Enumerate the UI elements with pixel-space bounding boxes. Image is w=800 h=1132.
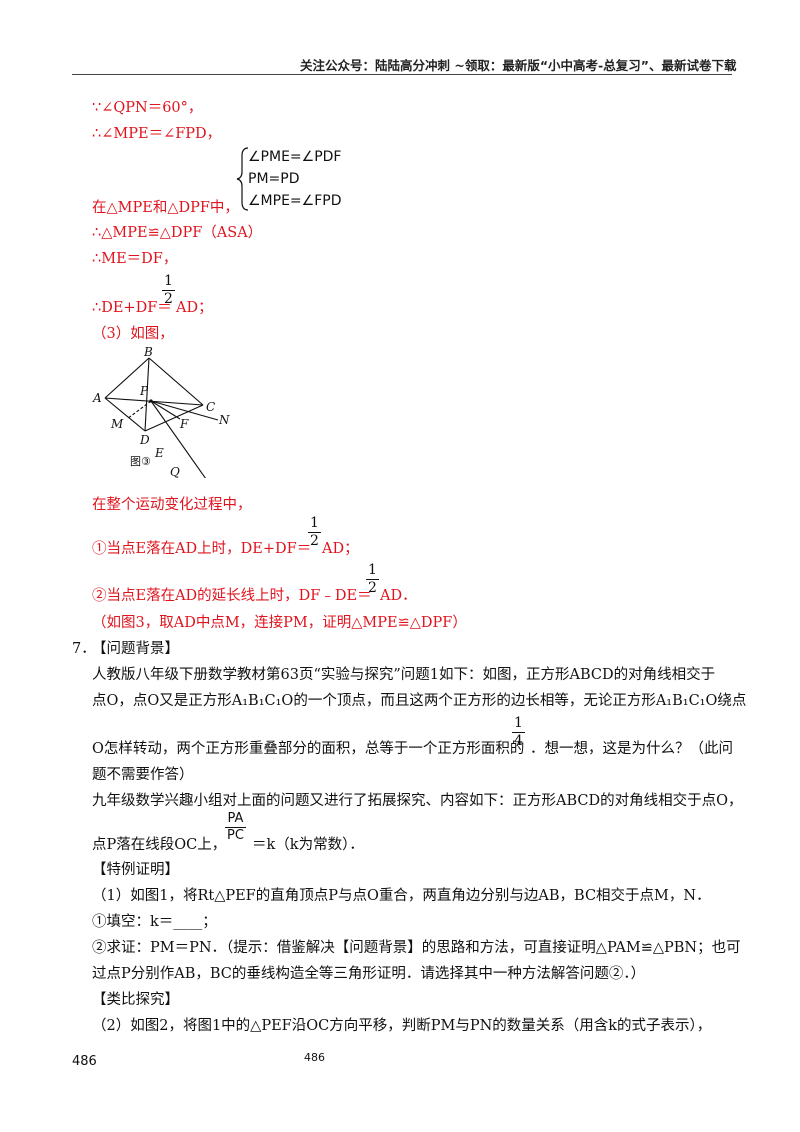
label-A: A	[92, 391, 102, 405]
page-number-left: 486	[72, 1054, 97, 1069]
section-tag-special: 【特例证明】	[92, 862, 179, 878]
solution-line-2: ∴∠MPE＝∠FPD，	[92, 126, 222, 142]
problem-line-11: （2）如图2，将图1中的△PEF沿OC方向平移，判断PM与PN的数量关系（用含k…	[92, 1018, 712, 1034]
fraction-numerator: 1	[164, 273, 173, 289]
page-header: 关注公众号：陆陆高分冲刺 ~领取：最新版“小中高考-总复习”、最新试卷下载	[300, 58, 737, 73]
problem-number: 7．	[72, 641, 96, 657]
problem-line-4: 题不需要作答）	[92, 767, 194, 783]
label-B: B	[143, 345, 153, 359]
system-eq-3: ∠MPE=∠FPD	[248, 193, 342, 209]
label-D: D	[139, 433, 150, 447]
fraction-half-3: 1 2	[366, 562, 379, 596]
system-eq-2: PM=PD	[248, 171, 300, 187]
section-tag-analogy: 【类比探究】	[92, 992, 179, 1008]
solution-line-7: （3）如图，	[92, 326, 174, 342]
problem-line-6a: 点P落在线段OC上，	[92, 837, 227, 853]
section-tag-background: 【问题背景】	[92, 641, 179, 657]
left-brace	[236, 147, 249, 211]
solution-line-6b: AD；	[176, 300, 213, 316]
solution-line-8: 在整个运动变化过程中，	[92, 497, 252, 513]
problem-line-6b: ＝k（k为常数）．	[252, 837, 364, 853]
solution-line-4: ∴△MPE≌△DPF（ASA）	[92, 225, 263, 241]
problem-line-3b: ．想一想，这是为什么？（此问	[530, 741, 733, 757]
problem-line-2: 点O，点O又是正方形A₁B₁C₁O的一个顶点，而且这两个正方形的边长相等，无论正…	[92, 693, 747, 709]
solution-line-5: ∴ME＝DF，	[92, 251, 178, 267]
problem-line-1: 人教版八年级下册数学教材第63页“实验与探究”问题1如下：如图，正方形ABCD的…	[92, 667, 716, 683]
problem-line-7: （1）如图1，将Rt△PEF的直角顶点P与点O重合，两直角边分别与边AB，BC相…	[92, 888, 711, 904]
fraction-denominator: 2	[164, 291, 173, 307]
label-M: M	[110, 417, 124, 431]
label-E: E	[154, 446, 164, 460]
fraction-pa-pc: PA PC	[225, 811, 246, 843]
fraction-half-1: 1 2	[162, 274, 175, 306]
problem-line-8: ①填空：k＝____；	[92, 914, 217, 930]
figure-caption: 图③	[130, 455, 151, 468]
solution-line-11: （如图3，取AD中点M，连接PM，证明△MPE≌△DPF）	[92, 615, 467, 631]
label-C: C	[206, 400, 215, 414]
solution-line-6a: ∴DE+DF＝	[92, 300, 172, 316]
solution-line-10a: ②当点E落在AD的延长线上时，DF﹣DE＝	[92, 588, 372, 604]
solution-line-1: ∵∠QPN＝60°，	[92, 100, 203, 116]
solution-line-3: 在△MPE和△DPF中，	[92, 200, 239, 216]
label-N: N	[218, 413, 230, 427]
label-Q: Q	[170, 465, 180, 478]
system-eq-1: ∠PME=∠PDF	[248, 149, 342, 165]
solution-line-10b: AD．	[380, 588, 417, 604]
solution-line-9a: ①当点E落在AD上时，DE+DF＝	[92, 541, 312, 557]
label-F: F	[179, 417, 189, 431]
fraction-quarter: 1 4	[512, 715, 525, 749]
problem-line-5: 九年级数学兴趣小组对上面的问题又进行了拓展探究、内容如下：正方形ABCD的对角线…	[92, 793, 743, 809]
geometry-figure-3: B A P C N M F D E Q 图③	[92, 345, 230, 478]
solution-line-9b: AD；	[322, 541, 359, 557]
page-number-center: 486	[304, 1051, 325, 1064]
problem-line-3a: O怎样转动，两个正方形重叠部分的面积，总等于一个正方形面积的	[92, 741, 525, 757]
header-rule	[72, 74, 732, 75]
label-P: P	[139, 384, 149, 398]
fraction-half-2: 1 2	[308, 515, 321, 549]
problem-line-9: ②求证：PM＝PN．（提示：借鉴解决【问题背景】的思路和方法，可直接证明△PAM…	[92, 940, 741, 956]
problem-line-10: 过点P分别作AB，BC的垂线构造全等三角形证明．请选择其中一种方法解答问题②．）	[92, 966, 646, 982]
